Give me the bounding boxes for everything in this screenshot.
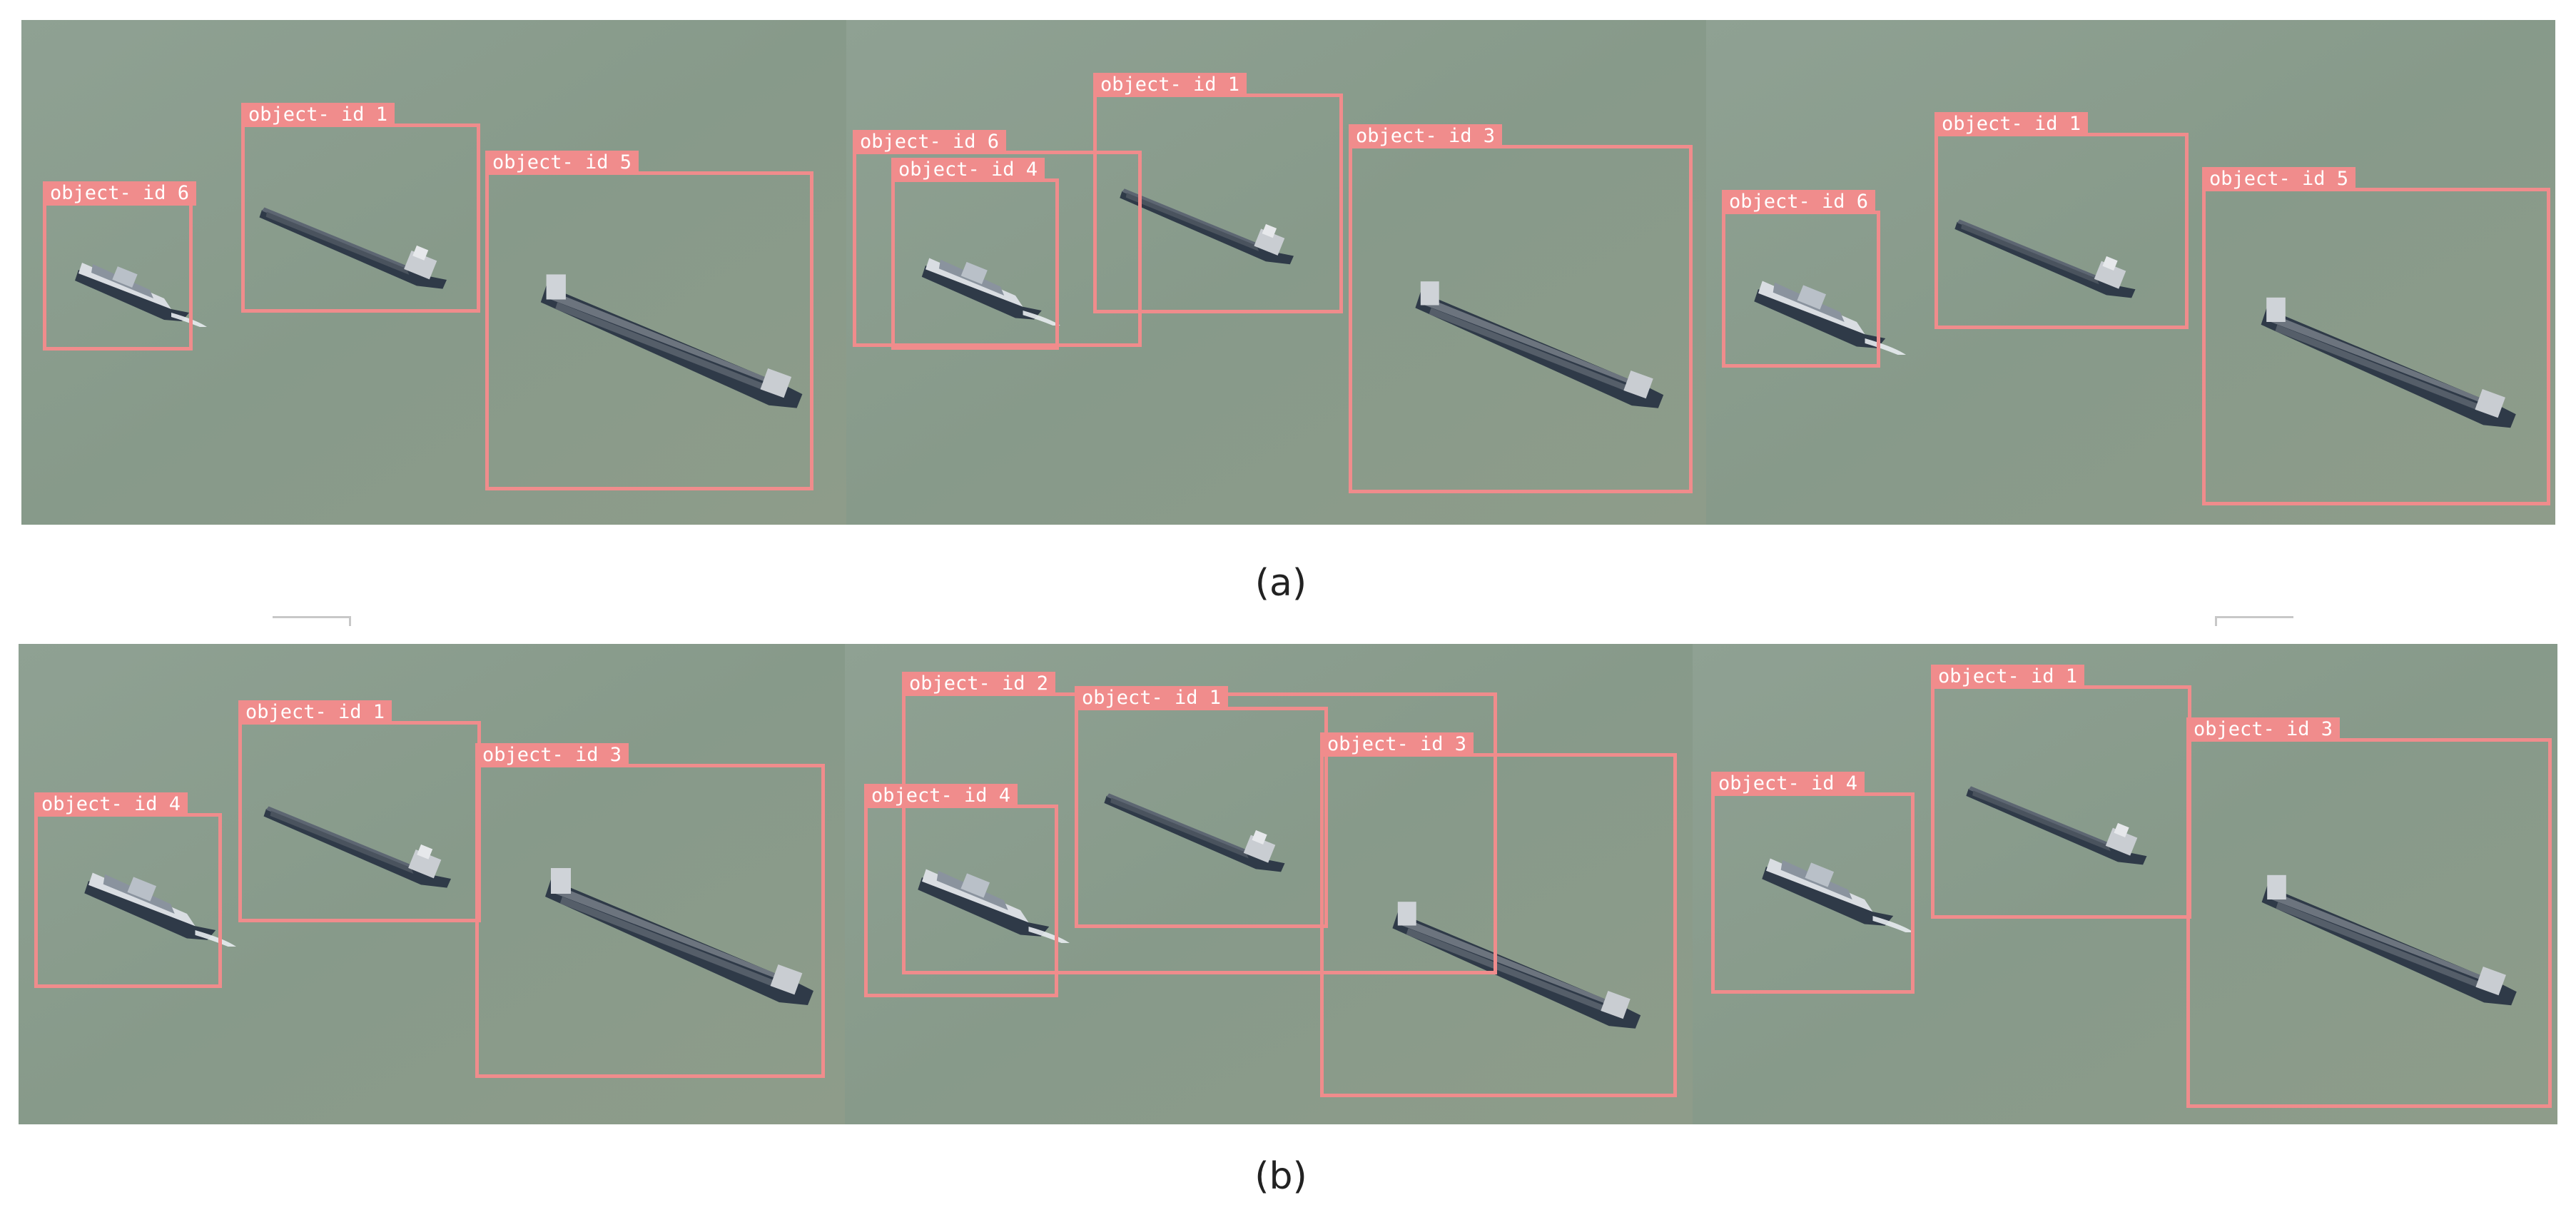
bbox: object- id 6 bbox=[853, 130, 1142, 347]
bbox-label: object- id 6 bbox=[853, 130, 1007, 154]
bbox-label: object- id 2 bbox=[902, 672, 1056, 696]
bbox: object- id 2 bbox=[902, 672, 1497, 974]
bbox-label: object- id 3 bbox=[475, 743, 629, 767]
bbox: object- id 4 bbox=[1711, 772, 1915, 994]
bbox-label: object- id 4 bbox=[1711, 772, 1865, 796]
bbox-label: object- id 1 bbox=[1093, 73, 1247, 97]
divider-mark bbox=[273, 616, 351, 626]
bbox-label: object- id 6 bbox=[43, 181, 197, 206]
bbox-label: object- id 4 bbox=[891, 158, 1045, 182]
caption-b: (b) bbox=[1254, 1155, 1307, 1198]
frame-a3: object- id 6 object- id 1 object- id 5 bbox=[1706, 20, 2555, 525]
frame-b1: object- id 4 object- id 1 object- id 3 bbox=[19, 644, 845, 1124]
bbox-label: object- id 4 bbox=[34, 792, 188, 817]
bbox-label: object- id 6 bbox=[1722, 190, 1876, 214]
frame-b2: object- id 2 object- id 1 object- id 4 o… bbox=[845, 644, 1693, 1124]
bbox-label: object- id 4 bbox=[864, 784, 1018, 808]
bbox: object- id 3 bbox=[475, 743, 825, 1078]
bbox: object- id 3 bbox=[1349, 124, 1693, 493]
bbox-label: object- id 3 bbox=[2186, 717, 2341, 742]
caption-a: (a) bbox=[1254, 562, 1307, 605]
frame-b3: object- id 4 object- id 1 object- id 3 bbox=[1693, 644, 2557, 1124]
bbox: object- id 1 bbox=[241, 103, 480, 313]
bbox-label: object- id 1 bbox=[1931, 665, 2085, 689]
bbox-label: object- id 3 bbox=[1320, 732, 1474, 757]
bbox-label: object- id 1 bbox=[241, 103, 395, 127]
bbox-label: object- id 1 bbox=[238, 700, 392, 725]
bbox: object- id 6 bbox=[43, 181, 197, 351]
frame-a2: object- id 6 object- id 4 object- id 1 o… bbox=[846, 20, 1706, 525]
bbox-label: object- id 1 bbox=[1934, 112, 2089, 136]
water-background bbox=[1706, 20, 2555, 525]
bbox-label: object- id 5 bbox=[485, 151, 639, 175]
bbox: object- id 5 bbox=[485, 151, 813, 490]
bbox: object- id 4 bbox=[891, 158, 1059, 350]
divider-mark bbox=[2215, 616, 2293, 626]
bbox: object- id 1 bbox=[1075, 686, 1328, 928]
bbox-label: object- id 5 bbox=[2202, 167, 2356, 191]
water-background bbox=[21, 20, 846, 525]
bbox-label: object- id 1 bbox=[1075, 686, 1229, 710]
water-background bbox=[1693, 644, 2557, 1124]
bbox: object- id 5 bbox=[2202, 167, 2550, 505]
water-background bbox=[846, 20, 1706, 525]
bbox: object- id 3 bbox=[1320, 732, 1677, 1097]
bbox: object- id 4 bbox=[34, 792, 222, 988]
bbox: object- id 4 bbox=[864, 784, 1058, 997]
bbox-label: object- id 3 bbox=[1349, 124, 1503, 148]
bbox: object- id 1 bbox=[238, 700, 481, 922]
bbox: object- id 1 bbox=[1934, 112, 2189, 329]
bbox: object- id 6 bbox=[1722, 190, 1880, 368]
frame-a1: object- id 6 object- id 1 object- id 5 bbox=[21, 20, 846, 525]
bbox: object- id 1 bbox=[1093, 73, 1343, 313]
bbox: object- id 1 bbox=[1931, 665, 2191, 919]
bbox: object- id 3 bbox=[2186, 717, 2552, 1108]
